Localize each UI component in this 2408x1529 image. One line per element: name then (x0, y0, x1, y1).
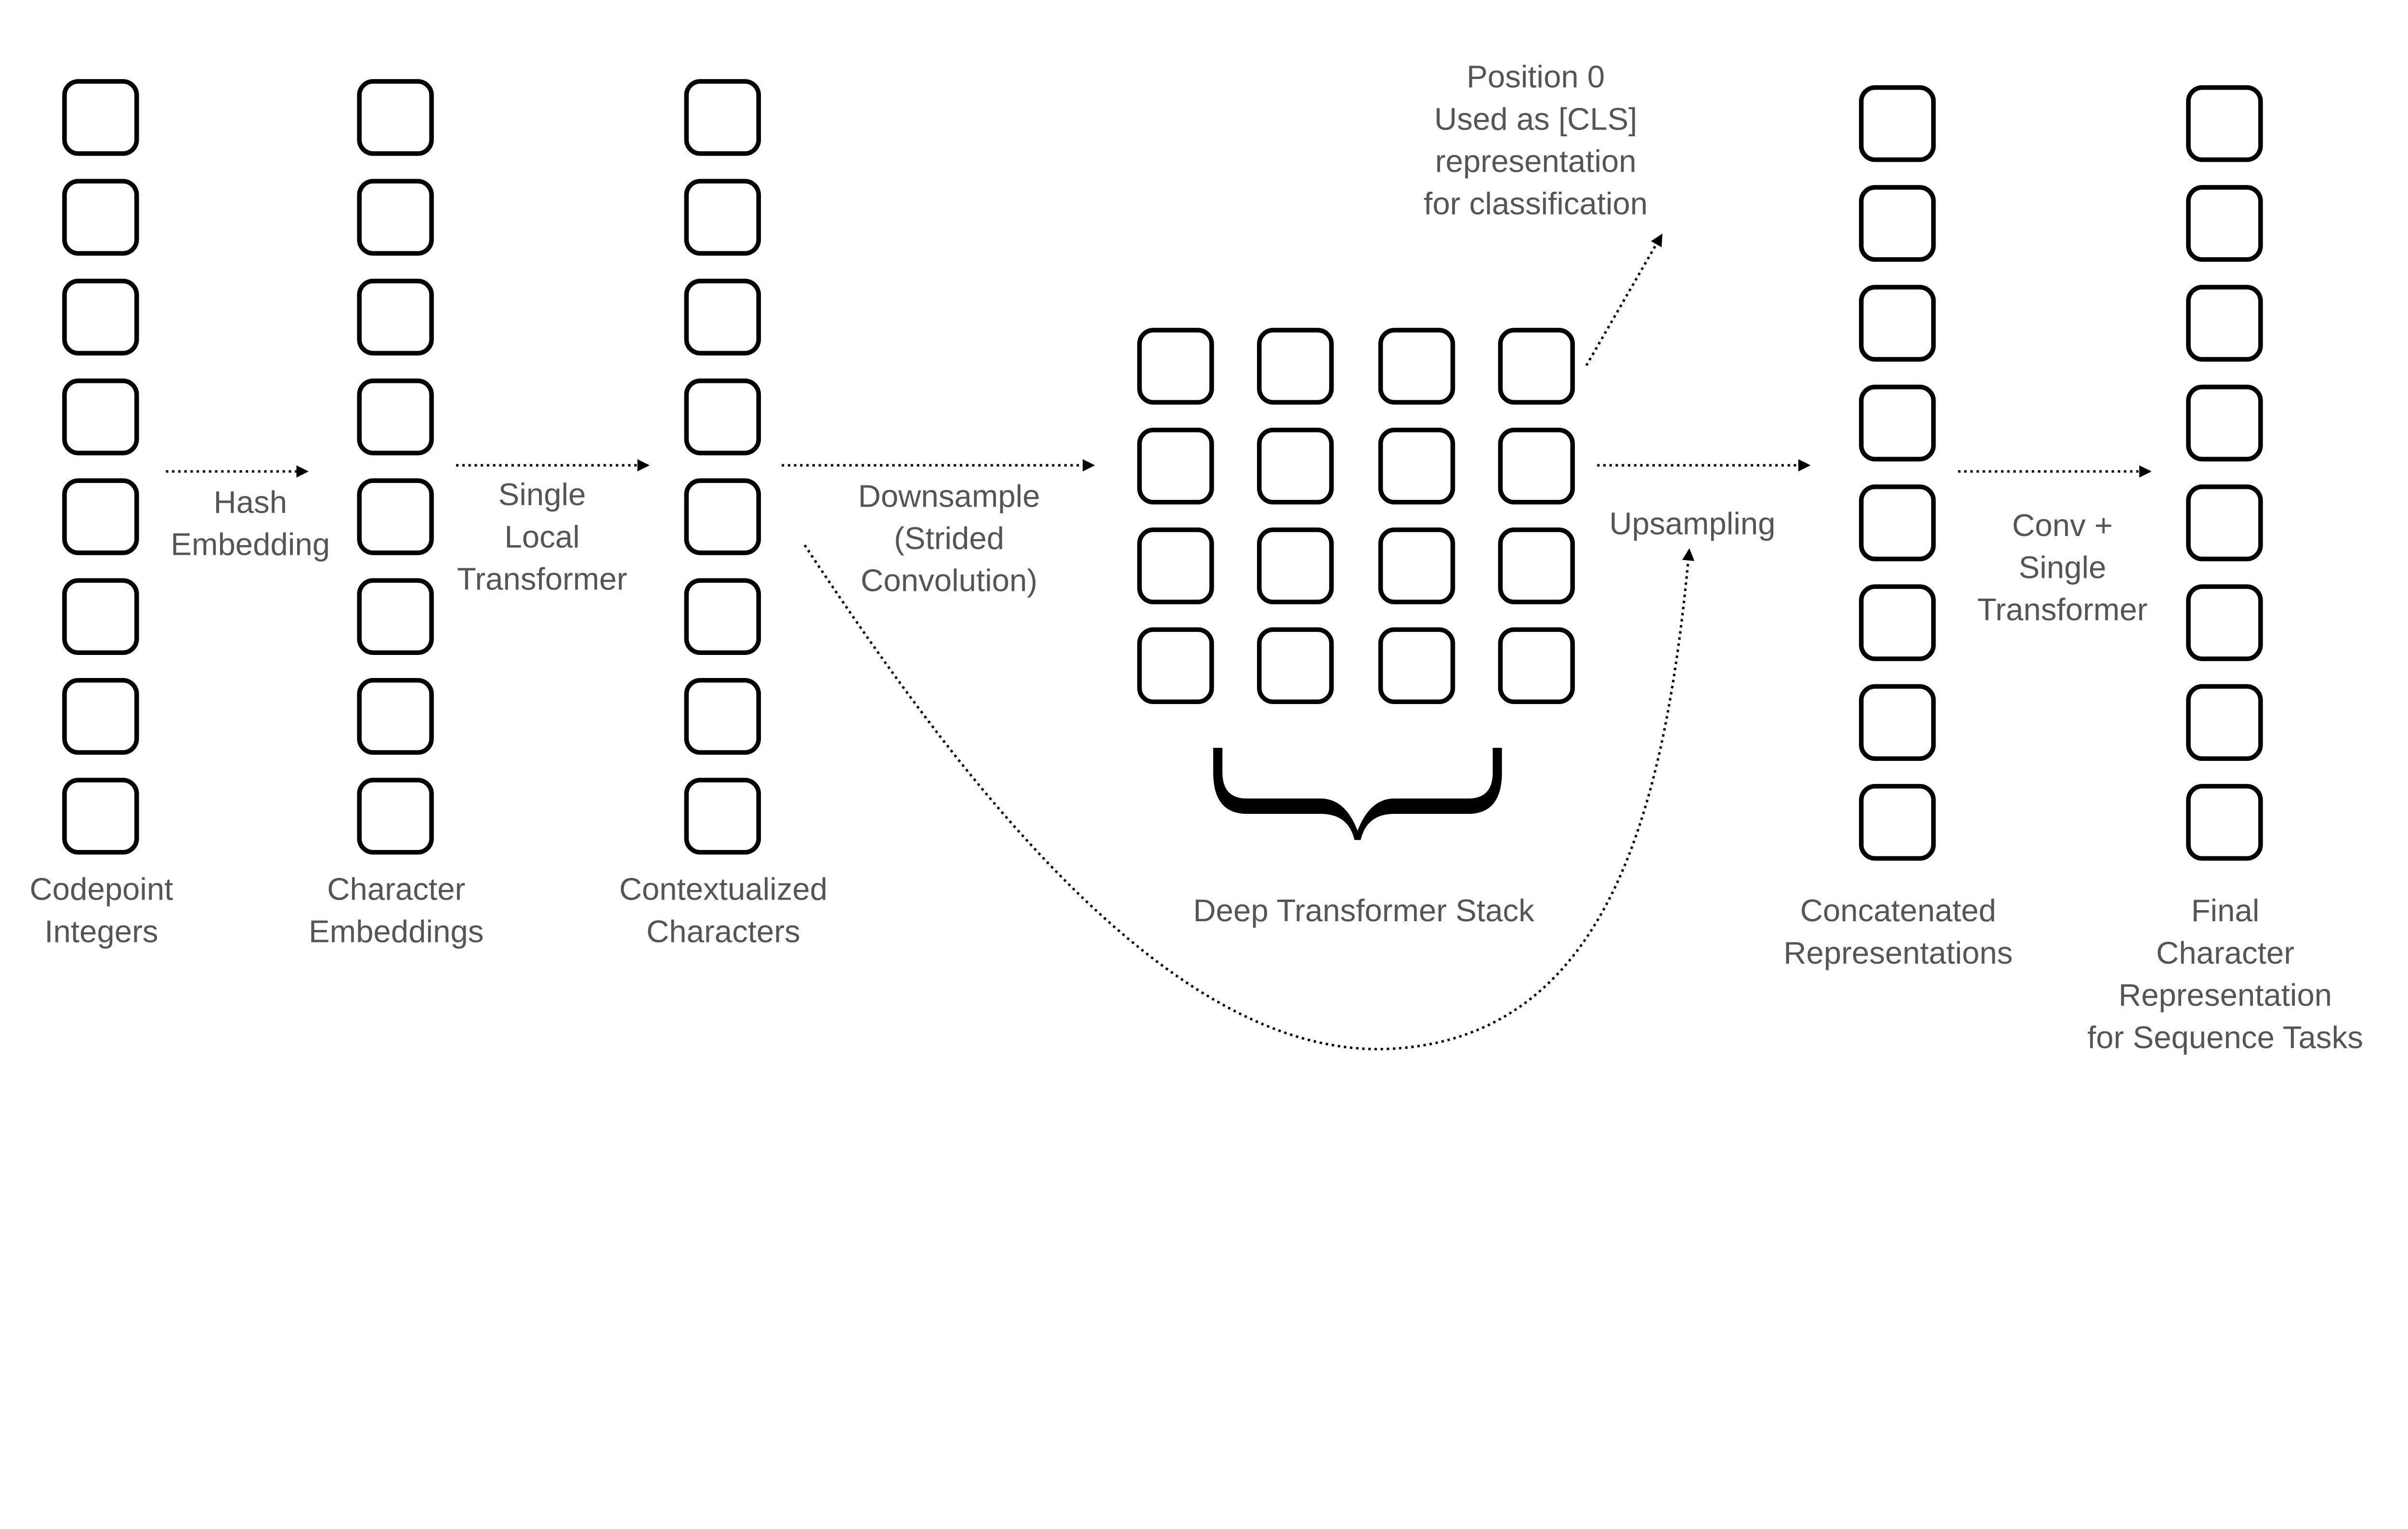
canine-architecture-diagram: CodepointIntegersCharacterEmbeddingsCont… (29, 59, 2363, 1055)
vector-box (684, 678, 761, 755)
conv-transformer-label: Transformer (1977, 592, 2147, 627)
vector-box (1859, 484, 1936, 562)
column-concatenated-representations (1859, 85, 1936, 861)
stack-box (1378, 627, 1455, 705)
column-label: for Sequence Tasks (2087, 1019, 2363, 1055)
stack-box (1498, 327, 1575, 405)
vector-box (62, 79, 139, 156)
column-character-embeddings (357, 79, 434, 855)
vector-box (684, 79, 761, 156)
local-transformer-label: Local (505, 519, 580, 554)
conv-transformer-label: Conv + (2012, 508, 2113, 543)
downsample-label: Downsample (858, 478, 1040, 513)
vector-box (2186, 85, 2263, 162)
deep-transformer-grid (1137, 327, 1575, 705)
vector-box (684, 379, 761, 456)
vector-box (1859, 784, 1936, 861)
vector-box (2186, 784, 2263, 861)
vector-box (357, 778, 434, 855)
stack-box (1378, 428, 1455, 505)
local-transformer-label: Single (498, 477, 586, 512)
vector-box (2186, 484, 2263, 562)
stack-box (1257, 428, 1334, 505)
vector-box (684, 278, 761, 356)
vector-box (62, 678, 139, 755)
vector-box (2186, 384, 2263, 462)
hash-embedding-label: Hash (213, 484, 287, 520)
stack-box (1137, 627, 1214, 705)
vector-box (357, 278, 434, 356)
stack-box (1257, 627, 1334, 705)
stack-box (1498, 527, 1575, 604)
vector-box (1859, 584, 1936, 661)
stack-box (1378, 327, 1455, 405)
stack-box (1378, 527, 1455, 604)
vector-box (357, 79, 434, 156)
vector-box (357, 379, 434, 456)
column-label: Embeddings (309, 914, 484, 949)
column-contextualized-characters (684, 79, 761, 855)
vector-box (2186, 684, 2263, 761)
column-label: Concatenated (1800, 893, 1996, 928)
stack-box (1257, 527, 1334, 604)
vector-box (684, 478, 761, 555)
column-label: Contextualized (619, 872, 827, 907)
stack-box (1498, 627, 1575, 705)
vector-box (684, 778, 761, 855)
arrow-residual-curve (803, 544, 1695, 1051)
column-final-character-representation (2186, 85, 2263, 861)
vector-box (357, 478, 434, 555)
curly-brace (1213, 747, 1502, 840)
column-label: Codepoint (29, 872, 173, 907)
column-codepoint-integers (62, 79, 139, 855)
hash-embedding-label: Embedding (170, 527, 330, 562)
vector-box (1859, 85, 1936, 162)
cls-note: Used as [CLS] (1434, 101, 1637, 136)
vector-box (62, 578, 139, 655)
vector-box (2186, 185, 2263, 262)
column-label: Characters (646, 914, 800, 949)
vector-box (62, 278, 139, 356)
vector-box (357, 578, 434, 655)
column-label: Final (2191, 893, 2260, 928)
vector-box (1859, 185, 1936, 262)
upsampling-label: Upsampling (1609, 506, 1775, 541)
vector-box (357, 678, 434, 755)
stack-box (1137, 428, 1214, 505)
arrow-cls (1585, 234, 1663, 366)
vector-box (684, 179, 761, 256)
stack-box (1257, 327, 1334, 405)
cls-note: Position 0 (1466, 59, 1605, 94)
vector-box (684, 578, 761, 655)
vector-box (62, 179, 139, 256)
deep-stack-label: Deep Transformer Stack (1193, 893, 1534, 928)
vector-box (357, 179, 434, 256)
downsample-label: Convolution) (861, 563, 1037, 598)
vector-box (62, 379, 139, 456)
column-label: Representations (1783, 935, 2013, 970)
vector-box (1859, 384, 1936, 462)
local-transformer-label: Transformer (457, 561, 627, 596)
conv-transformer-label: Single (2019, 550, 2107, 585)
cls-note: for classification (1424, 186, 1648, 221)
stack-box (1498, 428, 1575, 505)
vector-box (2186, 285, 2263, 362)
vector-box (62, 478, 139, 555)
vector-box (1859, 684, 1936, 761)
column-label: Integers (44, 914, 158, 949)
vector-box (1859, 285, 1936, 362)
cls-note: representation (1435, 144, 1636, 179)
downsample-label: (Strided (894, 521, 1004, 556)
stack-box (1137, 327, 1214, 405)
column-label: Representation (2119, 978, 2332, 1013)
column-label: Character (2156, 935, 2294, 970)
vector-box (2186, 584, 2263, 661)
vector-box (62, 778, 139, 855)
column-label: Character (327, 872, 465, 907)
stack-box (1137, 527, 1214, 604)
